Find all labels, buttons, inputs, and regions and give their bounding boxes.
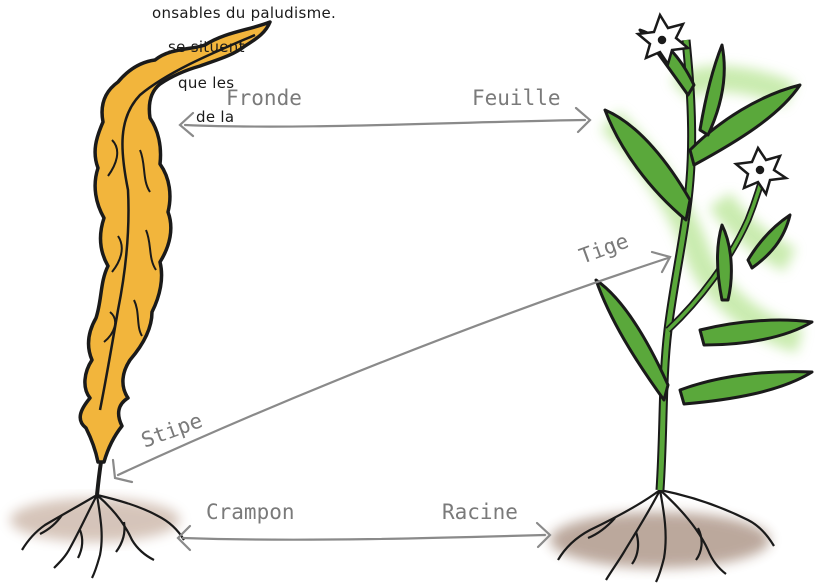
arrow-fronde-feuille [185,120,585,127]
plant-illustration [550,15,812,582]
arrow-crampon-racine [183,535,545,540]
label-racine: Racine [442,500,518,524]
label-fronde: Fronde [226,86,302,110]
text-fragment-line-2: se situent [168,38,245,56]
label-feuille: Feuille [472,86,561,110]
algae-soil-shadow [10,498,180,542]
label-crampon: Crampon [206,500,295,524]
text-fragment-line-4: de la [196,108,234,126]
comparison-arrows [113,108,670,550]
algae-stipe [97,462,101,495]
text-fragment-line-1: onsables du paludisme. [152,4,336,22]
arrow-stipe-tige [118,258,668,475]
plant-soil-shadow [550,512,770,568]
